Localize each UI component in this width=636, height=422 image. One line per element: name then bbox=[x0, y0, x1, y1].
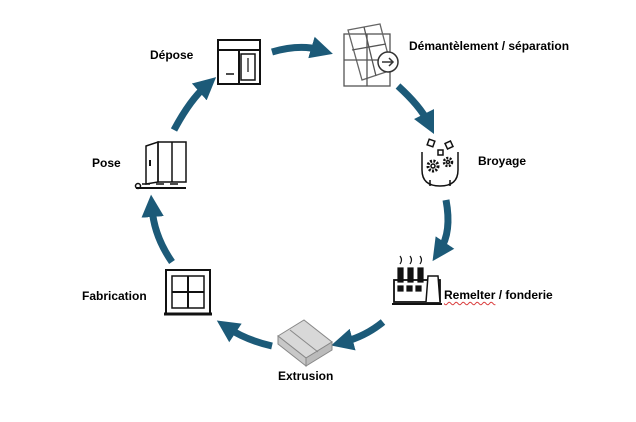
step-label-extrusion: Extrusion bbox=[278, 369, 334, 383]
step-label-depose: Dépose bbox=[150, 48, 194, 62]
step-label-remelter-main: Remelter bbox=[444, 288, 496, 302]
step-label-remelter: Remelter / fonderie bbox=[444, 288, 553, 302]
arrow-depose-to-demantelement bbox=[271, 36, 333, 59]
arrow-pose-to-depose bbox=[170, 77, 217, 132]
step-label-demantelement: Démantèlement / séparation bbox=[409, 39, 570, 53]
window-dismantling-icon bbox=[343, 23, 399, 87]
arrow-remelter-to-extrusion bbox=[331, 319, 386, 351]
step-label-pose: Pose bbox=[92, 156, 121, 170]
arrow-fabrication-to-pose bbox=[141, 194, 175, 264]
extrusion-profile-icon bbox=[277, 319, 333, 368]
arrow-demantelement-to-broyage bbox=[395, 83, 435, 135]
arrow-extrusion-to-fabrication bbox=[216, 320, 273, 350]
step-label-remelter-rest: / fonderie bbox=[495, 288, 553, 302]
arrow-broyage-to-remelter bbox=[432, 199, 455, 262]
window-frame-icon bbox=[164, 269, 212, 316]
step-label-fabrication: Fabrication bbox=[82, 289, 147, 303]
step-label-broyage: Broyage bbox=[478, 154, 527, 168]
door-installation-icon bbox=[134, 140, 187, 190]
shredder-icon bbox=[421, 138, 459, 187]
factory-icon bbox=[392, 255, 442, 305]
window-removal-icon bbox=[217, 39, 261, 85]
